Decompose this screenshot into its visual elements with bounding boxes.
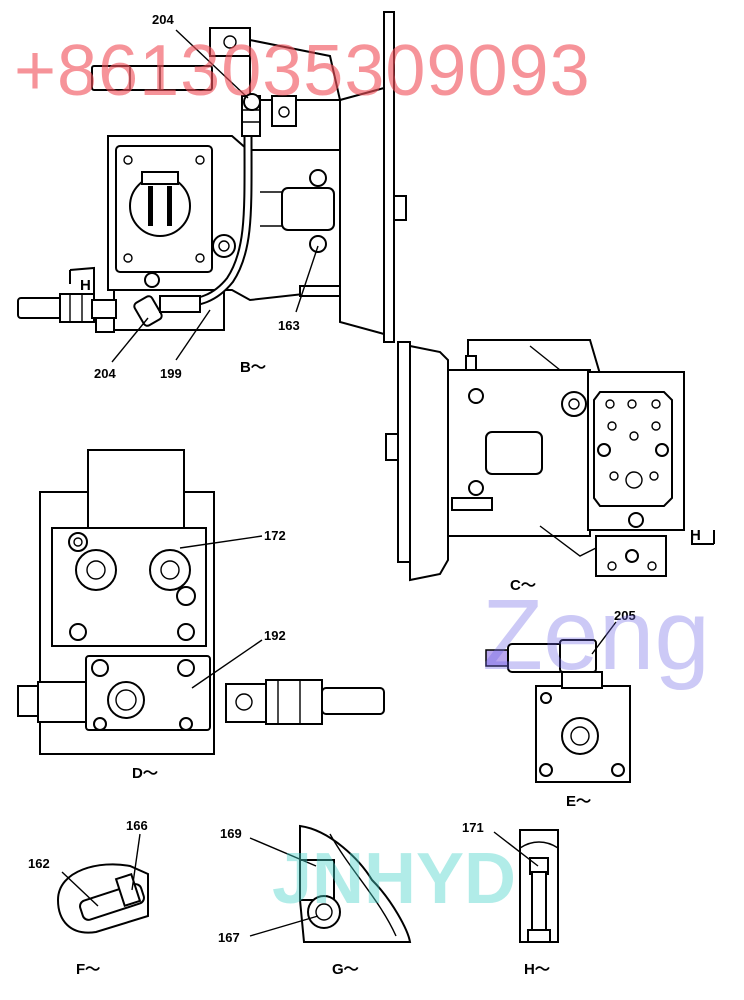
view-label-h: H～ <box>524 961 550 978</box>
view-label-f: F～ <box>76 961 100 978</box>
view-label-g: G～ <box>332 961 359 978</box>
callout-192: 192 <box>264 628 286 643</box>
callout-167: 167 <box>218 930 240 945</box>
view-b-drawing <box>17 11 407 363</box>
view-h-drawing <box>493 829 559 943</box>
callout-172: 172 <box>264 528 286 543</box>
jnhyd-watermark: JNHYD <box>272 839 517 919</box>
callout-204-bottom: 204 <box>94 366 116 381</box>
callout-205: 205 <box>614 608 636 623</box>
callout-166: 166 <box>126 818 148 833</box>
callout-162: 162 <box>28 856 50 871</box>
view-label-e: E～ <box>566 793 591 810</box>
callout-169: 169 <box>220 826 242 841</box>
view-label-c: C～ <box>510 577 536 594</box>
view-d-drawing <box>17 449 385 755</box>
section-mark-h-left: H <box>80 277 91 294</box>
callout-204-top: 204 <box>152 12 174 27</box>
view-label-b: B～ <box>240 359 266 376</box>
callout-163: 163 <box>278 318 300 333</box>
view-label-d: D～ <box>132 765 158 782</box>
view-e-drawing <box>485 621 631 783</box>
callout-171: 171 <box>462 820 484 835</box>
section-mark-h-right: H <box>690 527 701 544</box>
view-c-drawing <box>385 339 715 582</box>
zeng-watermark: Zeng <box>482 579 710 691</box>
view-g-drawing <box>249 824 412 943</box>
phone-watermark: +8613035309093 <box>14 31 591 111</box>
view-f-drawing <box>56 833 149 934</box>
callout-199: 199 <box>160 366 182 381</box>
